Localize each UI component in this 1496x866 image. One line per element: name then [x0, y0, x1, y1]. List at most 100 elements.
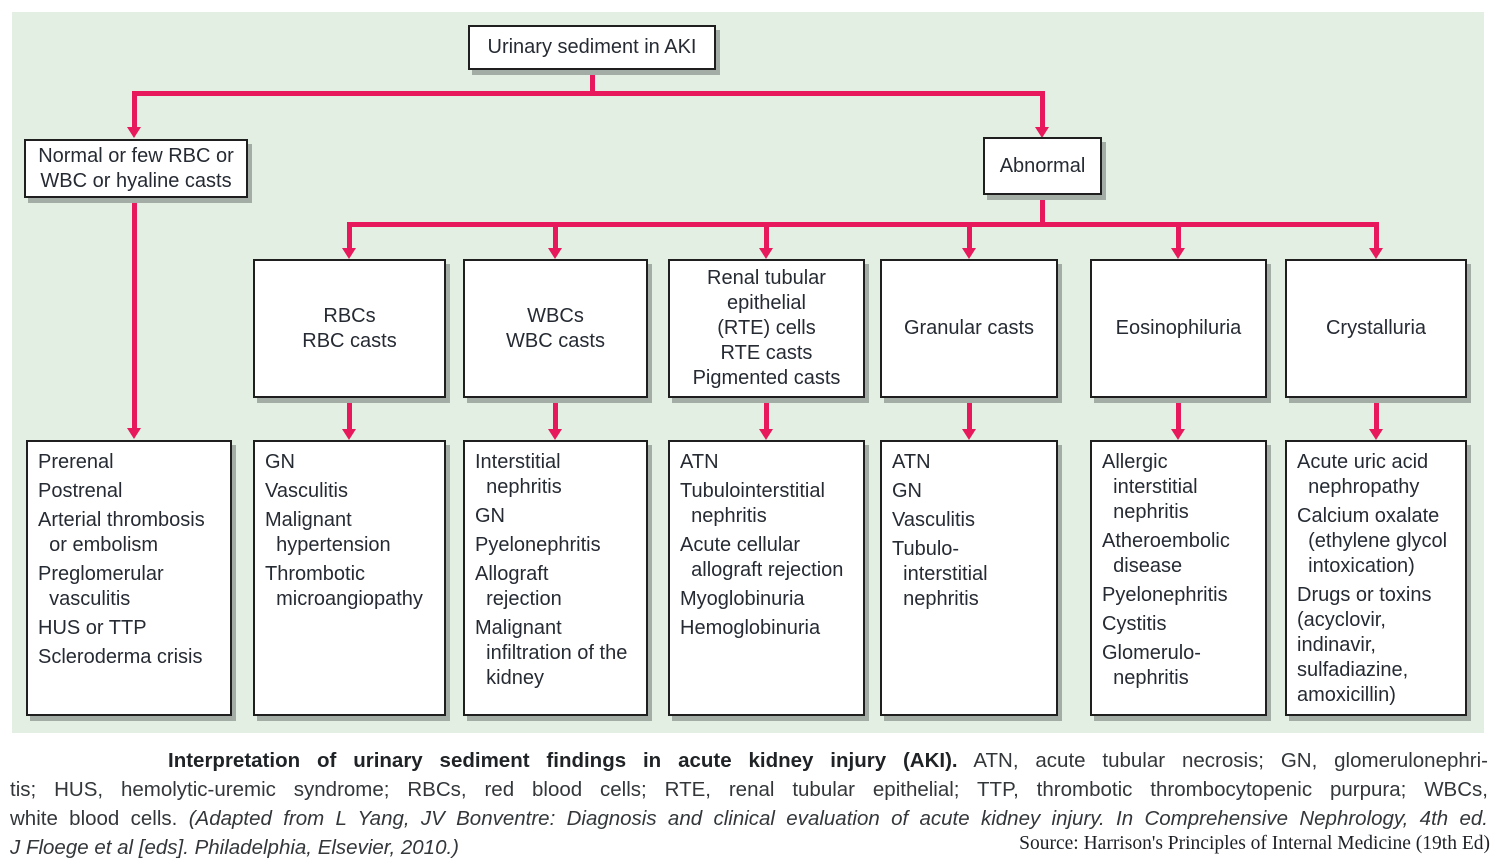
source-attribution: Source: Harrison's Principles of Interna…: [1019, 833, 1490, 854]
node-label: Urinary sediment in AKI: [487, 36, 697, 58]
caption-abbrev-start: ATN, acute tubular necrosis; GN, glomeru…: [957, 749, 1488, 772]
connector-eosinophiluria-to-list: [1176, 398, 1181, 429]
list-item: Myoglobinuria: [680, 588, 805, 610]
list-item: Acute cellular allograft rejection: [680, 534, 844, 581]
caption-abbrev-end: white blood cells.: [10, 807, 189, 830]
node-label: Eosinophiluria: [1115, 317, 1242, 339]
arrowhead-to-abnormal: [1035, 127, 1049, 138]
list-item: Atheroembolic disease: [1102, 530, 1230, 577]
list-item: GN: [475, 505, 505, 527]
connector-wbcs-to-list: [553, 398, 558, 429]
connector-rte-to-list: [764, 398, 769, 429]
node-label: RBCs RBC casts: [302, 304, 397, 352]
connector-drop-crystalluria: [1374, 222, 1379, 249]
arrowhead-to-rbcs: [342, 248, 356, 259]
connector-abnormal-stub: [1040, 195, 1045, 225]
list-item: ATN: [680, 451, 719, 473]
node-category-granular-casts: Granular casts: [880, 259, 1058, 398]
connector-category-branch-line: [347, 222, 1379, 227]
list-item: Scleroderma crisis: [38, 646, 203, 668]
connector-crystalluria-to-list: [1374, 398, 1379, 429]
caption-title: Interpretation of urinary sediment findi…: [168, 749, 958, 772]
arrowhead-to-rte: [759, 248, 773, 259]
connector-granular-to-list: [967, 398, 972, 429]
arrowhead-to-eosinophiluria-list: [1171, 429, 1185, 440]
arrowhead-to-normal: [127, 127, 141, 138]
node-normal-or-few-rbc: Normal or few RBC or WBC or hyaline cast…: [24, 139, 248, 198]
arrowhead-to-crystalluria-list: [1369, 429, 1383, 440]
connector-drop-normal: [132, 91, 137, 128]
list-item: Preglomerular vasculitis: [38, 563, 164, 610]
list-item: Malignant infiltration of the kidney: [475, 617, 628, 689]
list-item: Vasculitis: [892, 509, 975, 531]
connector-drop-abnormal: [1040, 91, 1045, 128]
list-item: Tubulo- interstitial nephritis: [892, 538, 988, 610]
list-item: Postrenal: [38, 480, 123, 502]
list-item: HUS or TTP: [38, 617, 147, 639]
connector-drop-rte: [764, 222, 769, 249]
list-item: Interstitial nephritis: [475, 451, 562, 498]
node-category-rte-cells: Renal tubular epithelial (RTE) cells RTE…: [668, 259, 865, 398]
node-category-crystalluria: Crystalluria: [1285, 259, 1467, 398]
node-label: Renal tubular epithelial (RTE) cells RTE…: [692, 267, 841, 389]
node-label: Crystalluria: [1325, 317, 1427, 339]
caption-line-4: J Floege et al [eds]. Philadelphia, Else…: [10, 833, 1488, 862]
arrowhead-to-eosinophiluria: [1171, 248, 1185, 259]
connector-drop-eosinophiluria: [1176, 222, 1181, 249]
list-item: Acute uric acid nephropathy: [1297, 451, 1429, 498]
connector-drop-wbcs: [553, 222, 558, 249]
connector-rbcs-to-list: [347, 398, 352, 429]
list-item: Calcium oxalate (ethylene glycol intoxic…: [1297, 505, 1448, 577]
list-item: Allograft rejection: [475, 563, 562, 610]
arrowhead-to-wbcs-list: [548, 429, 562, 440]
connector-drop-rbcs: [347, 222, 352, 249]
node-label: WBCs WBC casts: [506, 304, 605, 352]
node-label: Abnormal: [999, 154, 1086, 177]
connector-normal-to-list: [132, 197, 137, 429]
arrowhead-to-rte-list: [759, 429, 773, 440]
list-item: Drugs or toxins (acyclovir, indinavir, s…: [1297, 584, 1432, 706]
list-item: Glomerulo- nephritis: [1102, 642, 1201, 689]
list-item: ATN: [892, 451, 931, 473]
list-item: Allergic interstitial nephritis: [1102, 451, 1198, 523]
node-category-wbcs: WBCs WBC casts: [463, 259, 648, 398]
list-item: Vasculitis: [265, 480, 348, 502]
node-urinary-sediment-aki: Urinary sediment in AKI: [468, 25, 716, 70]
list-item: Arterial thrombosis or embolism: [38, 509, 205, 556]
list-item: Cystitis: [1102, 613, 1167, 635]
figure-caption: Interpretation of urinary sediment findi…: [10, 746, 1488, 862]
node-category-rbcs: RBCs RBC casts: [253, 259, 446, 398]
list-item: Pyelonephritis: [1102, 584, 1228, 606]
connector-main-branch-line: [132, 91, 1045, 96]
list-item: Malignant hypertension: [265, 509, 391, 556]
list-item: GN: [892, 480, 922, 502]
arrowhead-to-granular-list: [962, 429, 976, 440]
node-label: Granular casts: [903, 317, 1035, 339]
connector-root-stub: [590, 70, 595, 93]
node-label: Normal or few RBC or WBC or hyaline cast…: [38, 144, 234, 192]
arrowhead-to-wbcs: [548, 248, 562, 259]
caption-abbrev-cont: tis; HUS, hemolytic-uremic syndrome; RBC…: [10, 778, 1488, 801]
arrowhead-to-crystalluria: [1369, 248, 1383, 259]
caption-credit-start: (Adapted from L Yang, JV Bonventre: Diag…: [188, 807, 1488, 830]
list-item: Hemoglobinuria: [680, 617, 821, 639]
list-item: GN: [265, 451, 295, 473]
caption-line-3: white blood cells. (Adapted from L Yang,…: [10, 804, 1488, 833]
node-category-eosinophiluria: Eosinophiluria: [1090, 259, 1267, 398]
list-item: Pyelonephritis: [475, 534, 601, 556]
list-item: Prerenal: [38, 451, 114, 473]
node-abnormal: Abnormal: [983, 137, 1102, 195]
arrowhead-to-granular: [962, 248, 976, 259]
connector-drop-granular: [967, 222, 972, 249]
caption-line-1: Interpretation of urinary sediment findi…: [10, 746, 1488, 775]
caption-credit-end: J Floege et al [eds]. Philadelphia, Else…: [10, 836, 459, 859]
caption-line-2: tis; HUS, hemolytic-uremic syndrome; RBC…: [10, 775, 1488, 804]
arrowhead-to-rbcs-list: [342, 429, 356, 440]
